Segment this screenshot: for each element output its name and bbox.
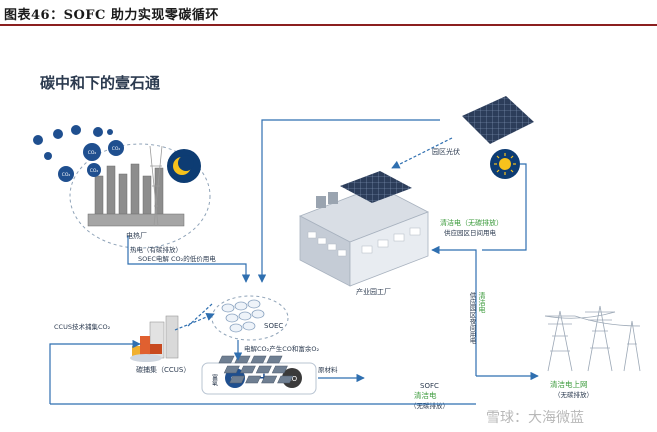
pv-label: 园区光伏 <box>432 147 460 156</box>
arrow-top-loop <box>257 119 440 283</box>
industrial-park-factory: 产业园工厂 <box>299 171 429 296</box>
ccus-plant: 碳捕集（CCUS） <box>130 315 190 374</box>
soec-label: SOEC <box>264 322 283 330</box>
zero-carbon-cycle-diagram: 碳中和下的壹石通 电热厂 CO₂ CO₂ CO₂ CO₂ <box>33 74 641 426</box>
sofc-array: SOFC 清洁电 （无碳排放） <box>218 355 449 410</box>
grid-no-carbon-label: （无碳排放） <box>554 390 593 399</box>
edge-label-ccus-capture: CCUS技术捕集CO₂ <box>54 322 111 331</box>
arrow-pv-to-park <box>391 137 453 169</box>
edge-label-low-cost-power: SOEC电解 CO₂的低价用电 <box>138 254 216 263</box>
arrow-sofc-to-park <box>431 245 477 376</box>
grid-towers: 清洁电上网 （无碳排放） <box>544 305 641 399</box>
arrow-ccus-to-soec <box>174 312 215 331</box>
svg-text:CO₂: CO₂ <box>88 150 97 156</box>
arrow-sun-loop <box>482 163 527 251</box>
soec-unit: SOEC <box>211 295 289 341</box>
report-header: 图表46：SOFC 助力实现零碳循环 <box>0 0 657 26</box>
rooftop-pv: 园区光伏 <box>432 96 534 156</box>
edge-label-electrolysis: 电解CO₂产生CO和富余O₂ <box>244 344 320 353</box>
sofc-clean-power-label: 清洁电 <box>414 390 437 400</box>
power-plant: 电热厂 <box>69 143 211 249</box>
edge-label-raw-material: 原材料 <box>318 365 338 374</box>
industrial-park-label: 产业园工厂 <box>356 287 391 296</box>
watermark: 雪球：大海微蓝 <box>486 410 584 426</box>
arrow-soec-ccus-dashed <box>187 303 213 327</box>
figure-title: 图表46：SOFC 助力实现零碳循环 <box>4 8 219 23</box>
flow-arrows <box>49 119 539 405</box>
edge-label-clean-power-night: 清洁电 <box>478 291 486 313</box>
diagram-title: 碳中和下的壹石通 <box>40 74 160 92</box>
grid-clean-power-label: 清洁电上网 <box>550 379 588 389</box>
output-rich-oxygen-label: 富氧 <box>211 373 218 387</box>
header-rule <box>0 24 657 26</box>
svg-text:CO₂: CO₂ <box>90 168 99 174</box>
edge-label-daytime-supply: 供应园区日间用电 <box>444 228 497 237</box>
power-plant-label: 电热厂 <box>126 231 147 240</box>
sun-icon <box>490 149 520 179</box>
sofc-label: SOFC <box>420 382 439 390</box>
arrow-left-loop <box>49 339 141 404</box>
edge-label-nighttime-supply: 供应园区夜间用电 <box>468 291 476 345</box>
arrow-power-to-soec <box>127 236 251 283</box>
svg-text:CO₂: CO₂ <box>112 146 121 152</box>
co-label: CO <box>287 375 298 383</box>
co2-molecules: CO₂ CO₂ CO₂ CO₂ <box>33 125 124 182</box>
moon-icon <box>167 149 201 183</box>
sofc-no-carbon-label: （无碳排放） <box>410 401 449 410</box>
edge-label-thermal-power: 热电（有碳排放） <box>130 245 182 254</box>
ccus-label: 碳捕集（CCUS） <box>136 365 190 374</box>
svg-text:CO₂: CO₂ <box>62 172 71 178</box>
edge-label-clean-power-day: 清洁电（无碳排放） <box>440 218 503 227</box>
